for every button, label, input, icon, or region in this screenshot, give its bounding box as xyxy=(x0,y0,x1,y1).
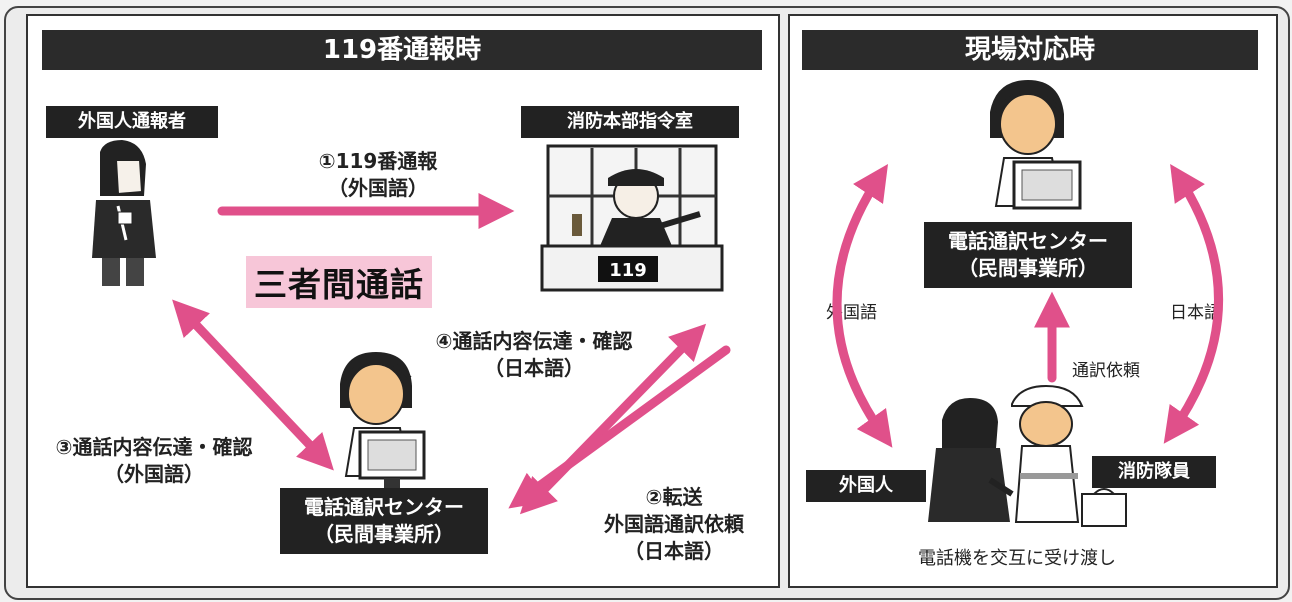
right-interpretation-center-box: 電話通訳センター （民間事業所） xyxy=(924,222,1132,288)
caller-label: 外国人通報者 xyxy=(46,106,218,138)
interpretation-request-label: 通訳依頼 xyxy=(1072,361,1140,381)
left-interpretation-center-box: 電話通訳センター （民間事業所） xyxy=(280,488,488,554)
arrow-foreign-language-exchange xyxy=(832,164,893,448)
firefighter-label: 消防隊員 xyxy=(1092,456,1216,488)
left-center-line2: （民間事業所） xyxy=(314,522,454,546)
step2-line3: （日本語） xyxy=(624,539,724,563)
foreigner-label: 外国人 xyxy=(806,470,926,502)
foreigner-person-icon xyxy=(928,398,1014,522)
right-operator-icon xyxy=(990,80,1082,210)
arrow-step2-transfer xyxy=(508,345,731,509)
dispatch-label: 消防本部指令室 xyxy=(521,106,739,138)
firefighter-icon xyxy=(1011,384,1127,527)
step2-line2: 外国語通訳依頼 xyxy=(604,512,744,536)
right-center-line1: 電話通訳センター xyxy=(948,229,1108,253)
left-center-line1: 電話通訳センター xyxy=(304,495,464,519)
left-panel-title: 119番通報時 xyxy=(42,30,762,70)
step1-line2: （外国語） xyxy=(328,176,428,200)
step1-text: ①119番通報 （外国語） xyxy=(278,148,478,202)
right-panel-title: 現場対応時 xyxy=(802,30,1258,70)
caller-person-icon xyxy=(92,140,156,286)
handover-caption: 電話機を交互に受け渡し xyxy=(918,548,1116,569)
right-arrows xyxy=(832,163,1223,448)
arrow-step3-exchange xyxy=(172,299,334,471)
step1-line1: ①119番通報 xyxy=(318,149,438,173)
arrow-japanese-exchange xyxy=(1163,163,1223,444)
left-arrows xyxy=(172,193,731,515)
dispatch-center-icon: 119 xyxy=(540,144,724,292)
left-operator-icon xyxy=(340,352,426,488)
desk-number-text: 119 xyxy=(609,260,647,281)
three-way-call-label: 三者間通話 xyxy=(246,256,432,308)
right-center-line2: （民間事業所） xyxy=(958,256,1098,280)
